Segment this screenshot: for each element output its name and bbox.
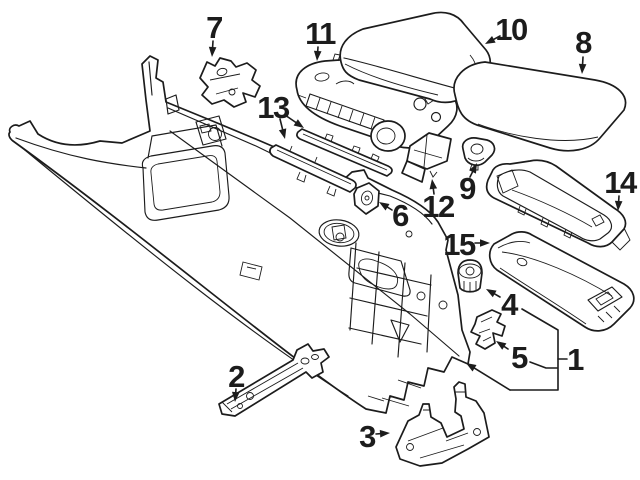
part-storage-tray [485, 159, 631, 251]
callout-12-arrow-line [432, 188, 435, 195]
callout-2-arrowhead-icon [231, 391, 240, 402]
callout-5-arrowhead-icon [496, 341, 507, 350]
callout-10-arrowhead-icon [485, 35, 496, 44]
part-knob [461, 137, 496, 171]
callout-label-6: 6 [392, 198, 409, 233]
callout-label-8: 8 [575, 25, 592, 60]
part-insulation-pad [401, 132, 452, 183]
callout-label-9: 9 [459, 171, 476, 206]
callout-13-arrow-line [284, 114, 297, 124]
callout-3-arrowhead-icon [379, 429, 390, 438]
callout-label-4: 4 [501, 287, 519, 322]
callout-9-arrow-line [469, 171, 474, 178]
callout-5-leader-line [529, 361, 558, 369]
callout-label-3: 3 [359, 419, 376, 454]
callout-10-arrow-line [493, 35, 501, 41]
callout-5-arrow-line [503, 345, 509, 350]
callout-label-12: 12 [422, 189, 454, 224]
part-mount-pad [353, 182, 380, 215]
callout-4-arrow-line [493, 293, 501, 298]
callout-label-7: 7 [206, 10, 222, 45]
part-support-rail [218, 343, 330, 417]
callout-label-13: 13 [257, 90, 290, 125]
callout-label-5: 5 [511, 340, 528, 375]
part-grommet [457, 259, 483, 293]
callout-13-arrowhead-icon [278, 128, 287, 139]
callout-9-arrowhead-icon [469, 163, 477, 174]
callout-12-arrowhead-icon [429, 179, 438, 190]
callout-1-arrowhead-icon [466, 363, 477, 372]
callout-13-arrowhead-icon [293, 119, 304, 128]
callout-label-1: 1 [567, 342, 584, 377]
part-front-bracket [199, 57, 261, 108]
callout-label-15: 15 [443, 227, 476, 262]
part-trim-strips [269, 128, 393, 197]
callout-6-arrowhead-icon [379, 202, 390, 211]
callout-14-arrowhead-icon [614, 200, 623, 211]
part-tray-lid [488, 231, 635, 332]
callout-label-14: 14 [604, 165, 638, 200]
callout-label-2: 2 [228, 359, 244, 394]
callout-13-arrow-line [279, 118, 284, 131]
callout-label-10: 10 [495, 12, 527, 47]
callout-1-arrow-line [473, 367, 511, 391]
part-console-assembly [8, 55, 471, 414]
callout-1-leader-line [509, 308, 559, 391]
callout-11-arrowhead-icon [313, 50, 322, 61]
callout-label-11: 11 [305, 16, 336, 51]
part-clip [470, 309, 506, 350]
callout-6-arrow-line [386, 206, 393, 211]
callout-8-arrowhead-icon [578, 63, 587, 74]
part-floor-bracket [395, 381, 490, 467]
callout-4-arrowhead-icon [486, 289, 497, 298]
callout-15-arrowhead-icon [480, 239, 490, 247]
part-lid-cover [453, 61, 627, 152]
callout-7-arrowhead-icon [208, 46, 217, 57]
